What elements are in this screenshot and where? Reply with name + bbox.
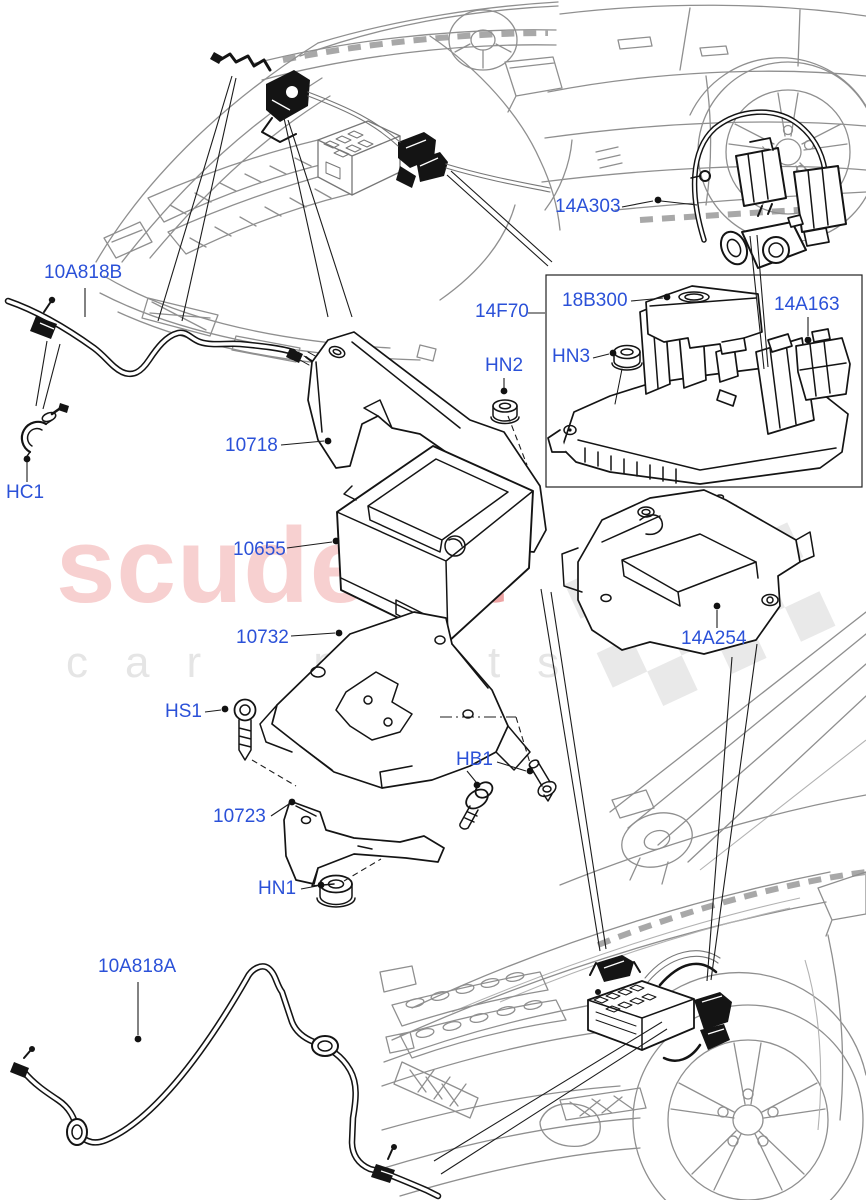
engine-bay-battery-top-drawing — [210, 52, 551, 196]
engine-bay-battery-bottom-drawing — [587, 950, 732, 1062]
part-label-hn2[interactable]: HN2 — [485, 355, 524, 376]
part-label-14f70[interactable]: 14F70 — [475, 301, 529, 322]
bottom-car-drawing — [379, 611, 866, 1200]
part-label-hn3[interactable]: HN3 — [552, 346, 591, 367]
part-label-10723[interactable]: 10723 — [213, 806, 266, 827]
part-label-14a254[interactable]: 14A254 — [681, 628, 747, 649]
bolt-hs1-drawing — [233, 698, 257, 761]
nut-hn1-drawing — [316, 874, 356, 908]
bolt-hb1-drawing — [459, 759, 557, 830]
tray-10732-drawing — [259, 611, 531, 789]
part-label-hc1[interactable]: HC1 — [6, 482, 45, 503]
leader-lines — [26, 75, 809, 1175]
fusebox-assembly-drawing — [547, 285, 851, 485]
harness-14a303-drawing — [690, 109, 847, 269]
part-label-18b300[interactable]: 18B300 — [562, 290, 628, 311]
part-label-10732[interactable]: 10732 — [236, 627, 289, 648]
part-label-14a303[interactable]: 14A303 — [555, 196, 621, 217]
nut-hn2-drawing — [490, 399, 520, 425]
part-label-hb1[interactable]: HB1 — [456, 749, 493, 770]
part-label-14a163[interactable]: 14A163 — [774, 294, 840, 315]
clip-hc1-drawing — [20, 403, 69, 460]
part-label-10a818b[interactable]: 10A818B — [44, 262, 123, 283]
bracket-14a254-drawing — [561, 489, 815, 655]
cable-10a818a-drawing — [10, 963, 442, 1200]
part-label-10718[interactable]: 10718 — [225, 435, 278, 456]
top-left-car-drawing — [95, 1, 561, 369]
part-label-10a818a[interactable]: 10A818A — [98, 956, 177, 977]
leader-dots — [23, 196, 812, 1043]
cable-10a818b-drawing — [4, 296, 320, 378]
part-label-10655[interactable]: 10655 — [233, 539, 286, 560]
part-label-hn1[interactable]: HN1 — [258, 878, 297, 899]
bracket-10723-drawing — [283, 800, 445, 887]
part-label-hs1[interactable]: HS1 — [165, 701, 202, 722]
